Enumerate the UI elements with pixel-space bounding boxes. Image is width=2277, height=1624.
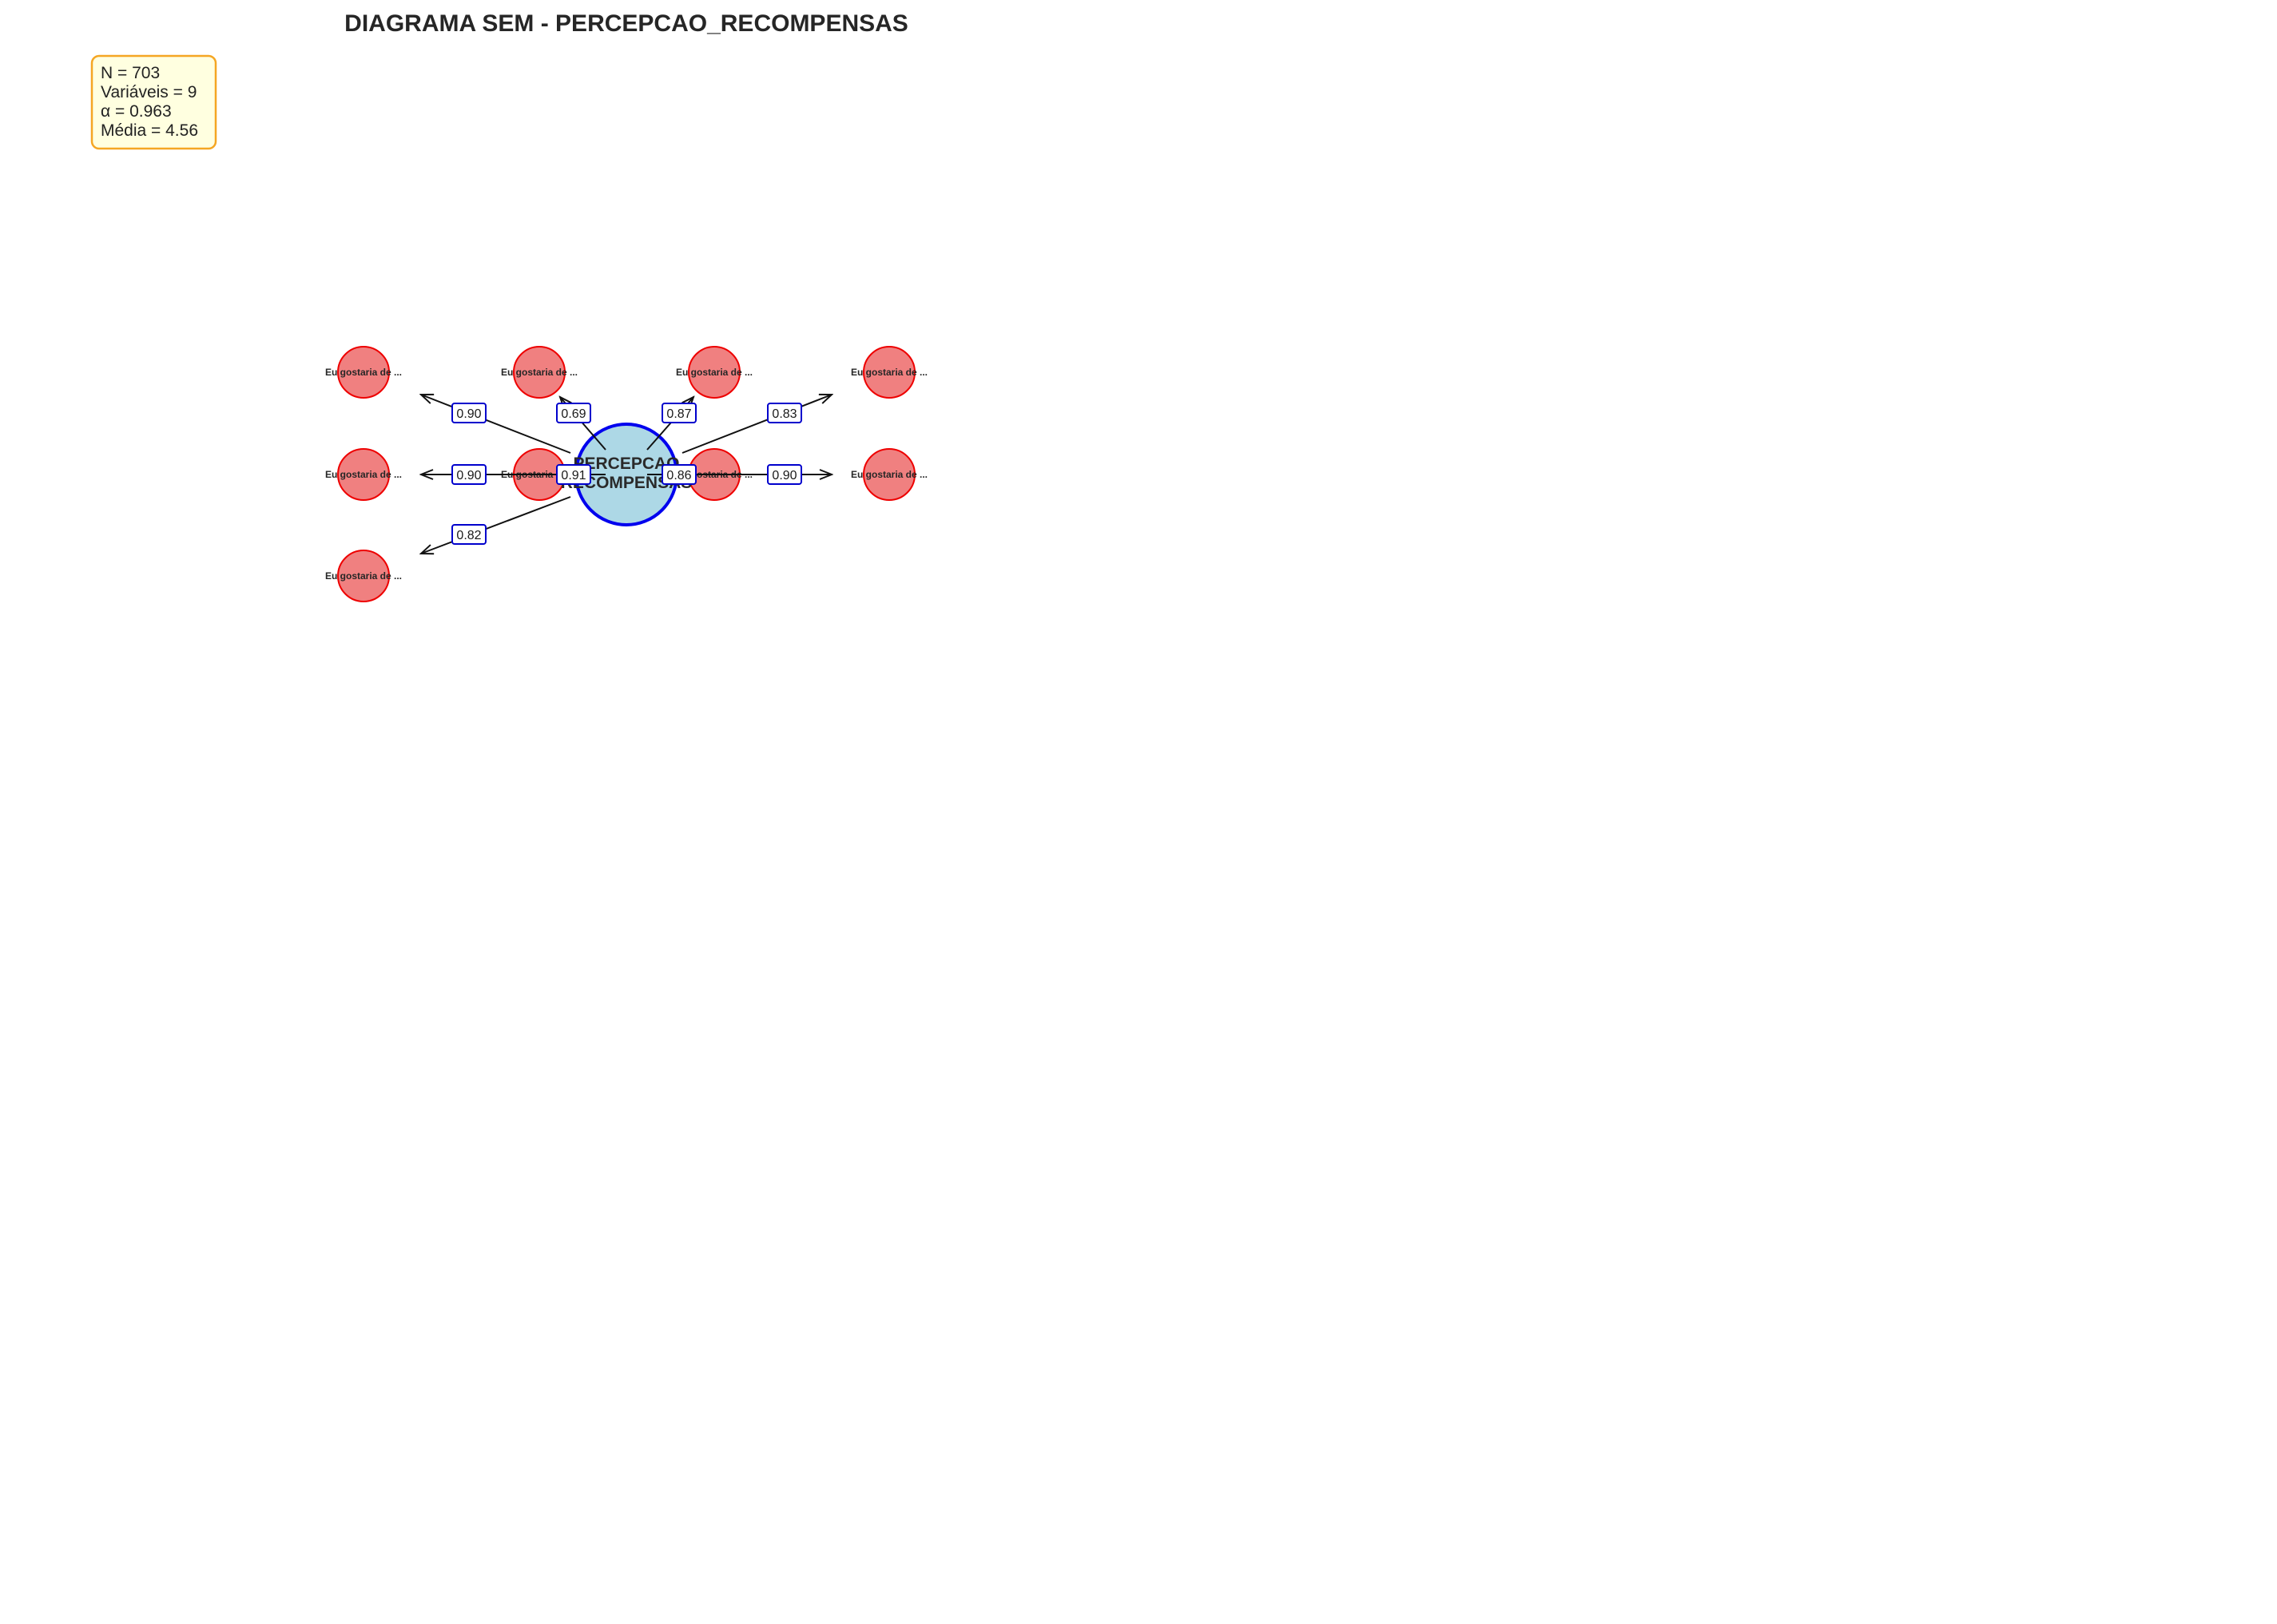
stat-n: N = 703 xyxy=(101,64,160,82)
loading-label-box xyxy=(451,464,487,485)
loading-label-box xyxy=(451,524,487,545)
loading-arrow xyxy=(682,395,832,454)
indicator-circle xyxy=(337,448,390,501)
loading-label: 0.91 xyxy=(556,464,591,485)
latent-label-line1: PERCEPCAO xyxy=(573,455,679,473)
indicator-node: Eu gostaria de ... xyxy=(851,346,928,399)
indicator-circle xyxy=(863,448,916,501)
loading-arrow xyxy=(421,496,571,554)
loading-label: 0.90 xyxy=(451,403,487,423)
loading-label: 0.90 xyxy=(451,464,487,485)
diagram-title: DIAGRAMA SEM - PERCEPCAO_RECOMPENSAS xyxy=(344,10,908,37)
latent-label-line2: RECOMPENSAS xyxy=(561,474,693,492)
indicator-label: Eu gostaria de ... xyxy=(501,367,578,378)
loading-label: 0.86 xyxy=(662,464,697,485)
indicator-circle xyxy=(688,346,741,399)
indicator-label: Eu gostaria de ... xyxy=(325,469,402,480)
stats-box: N = 703 Variáveis = 9 α = 0.963 Média = … xyxy=(90,54,217,150)
stat-mean: Média = 4.56 xyxy=(101,121,198,140)
indicator-node: Eu gostaria de ... xyxy=(325,550,402,602)
loading-label: 0.83 xyxy=(767,403,802,423)
loading-label: 0.87 xyxy=(662,403,697,423)
loading-value: 0.86 xyxy=(666,469,691,482)
indicator-label: Eu gostaria de ... xyxy=(851,469,928,480)
indicator-label: Eu gostaria de ... xyxy=(325,367,402,378)
indicator-circle xyxy=(337,550,390,602)
loading-label: 0.90 xyxy=(767,464,802,485)
loading-arrow xyxy=(421,395,571,454)
indicator-circle xyxy=(513,346,566,399)
loading-label: 0.69 xyxy=(556,403,591,423)
loading-value: 0.90 xyxy=(456,407,481,421)
stat-variables: Variáveis = 9 xyxy=(101,83,197,101)
indicator-layer: Eu gostaria de ... Eu gostaria de ... Eu g… xyxy=(325,346,928,602)
loading-label-box xyxy=(767,403,802,423)
sem-diagram: DIAGRAMA SEM - PERCEPCAO_RECOMPENSAS N =… xyxy=(90,10,928,602)
loading-label-box xyxy=(662,464,697,485)
indicator-node: Eu gostaria de ... xyxy=(676,346,753,399)
loading-value: 0.91 xyxy=(561,469,586,482)
path-layer xyxy=(421,395,832,554)
indicator-label: Eu gostaria de ... xyxy=(325,570,402,582)
indicator-node: Eu gostaria de ... xyxy=(501,346,578,399)
loading-value: 0.90 xyxy=(772,469,797,482)
indicator-label: Eu gostaria de ... xyxy=(851,367,928,378)
stat-alpha: α = 0.963 xyxy=(101,102,172,121)
loading-label-box xyxy=(451,403,487,423)
indicator-circle xyxy=(337,346,390,399)
indicator-node: Eu gostaria de ... xyxy=(325,448,402,501)
indicator-label: Eu gostaria de ... xyxy=(676,367,753,378)
loading-label-box xyxy=(662,403,697,423)
indicator-node: Eu gostaria de ... xyxy=(325,346,402,399)
loading-value: 0.90 xyxy=(456,469,481,482)
loading-label-box xyxy=(556,403,591,423)
indicator-node: Eu gostaria de ... xyxy=(851,448,928,501)
loading-value: 0.83 xyxy=(772,407,797,421)
loading-layer: 0.90 0.69 0.87 0.83 0.90 0.91 0.86 0.90 0.82 xyxy=(451,403,802,545)
indicator-circle xyxy=(863,346,916,399)
loading-label-box xyxy=(556,464,591,485)
loading-label: 0.82 xyxy=(451,524,487,545)
loading-value: 0.87 xyxy=(666,407,691,421)
loading-value: 0.82 xyxy=(456,529,481,542)
loading-value: 0.69 xyxy=(561,407,586,421)
stats-box-frame xyxy=(90,54,217,150)
loading-label-box xyxy=(767,464,802,485)
